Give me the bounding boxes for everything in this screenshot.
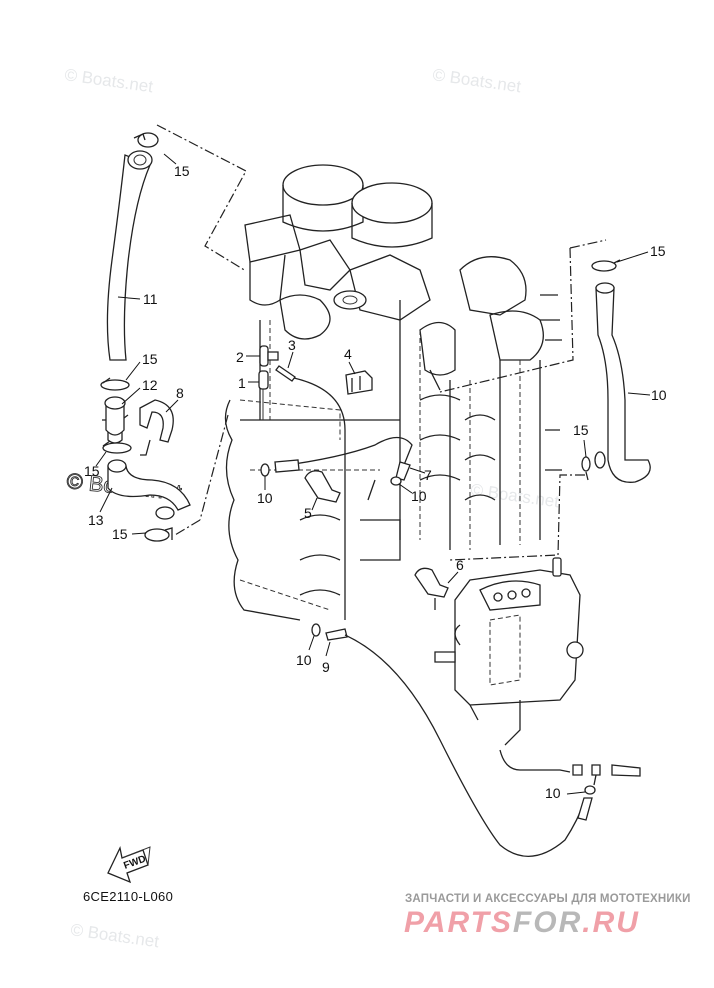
callout-15: 15 bbox=[163, 153, 190, 179]
hose-1 bbox=[258, 370, 269, 420]
vapor-separator bbox=[434, 557, 641, 786]
clip-10 bbox=[390, 476, 402, 486]
svg-text:15: 15 bbox=[142, 351, 158, 367]
hose-clamp bbox=[144, 527, 173, 542]
callout-10: 10 bbox=[296, 635, 315, 668]
watermark: © Boats.net bbox=[69, 920, 160, 951]
hose-clamp bbox=[581, 456, 591, 481]
clip-10 bbox=[260, 463, 270, 477]
callout-15: 15 bbox=[84, 451, 107, 479]
svg-text:10: 10 bbox=[411, 488, 427, 504]
hose-13 bbox=[107, 459, 191, 520]
hose-clamp bbox=[591, 259, 621, 272]
callout-14: 10 bbox=[627, 387, 667, 403]
svg-text:15: 15 bbox=[650, 243, 666, 259]
callout-10: 10 bbox=[545, 785, 586, 801]
callout-6: 6 bbox=[447, 557, 464, 584]
callout-12: 12 bbox=[121, 377, 158, 405]
svg-text:13: 13 bbox=[88, 512, 104, 528]
hose-9 bbox=[325, 628, 586, 858]
callout-3: 3 bbox=[287, 337, 296, 369]
callout-9: 9 bbox=[322, 641, 331, 675]
hose-clamp bbox=[100, 377, 130, 391]
svg-text:9: 9 bbox=[322, 659, 330, 675]
promo-logo-part: .RU bbox=[582, 906, 640, 939]
svg-text:1: 1 bbox=[238, 375, 246, 391]
clip-10 bbox=[577, 785, 596, 821]
hose-3 bbox=[275, 365, 346, 620]
forward-arrow-icon: FWD bbox=[107, 845, 151, 884]
callout-15: 15 bbox=[125, 351, 158, 381]
ref-line bbox=[156, 124, 247, 272]
holder-8 bbox=[139, 399, 174, 456]
ref-line bbox=[239, 399, 341, 440]
callout-15: 15 bbox=[573, 422, 589, 458]
svg-text:5: 5 bbox=[304, 505, 312, 521]
union-joint-12 bbox=[102, 396, 129, 444]
drawing-code: 6CE2110-L060 bbox=[83, 889, 174, 904]
callout-8: 8 bbox=[165, 385, 184, 413]
svg-text:10: 10 bbox=[545, 785, 561, 801]
callout-15: 15 bbox=[112, 526, 147, 542]
callout-7: 7 bbox=[409, 467, 432, 483]
promo-logo[interactable]: PARTSFOR.RU bbox=[404, 906, 640, 940]
ref-line bbox=[174, 519, 201, 536]
svg-text:6: 6 bbox=[456, 557, 464, 573]
svg-text:15: 15 bbox=[84, 463, 100, 479]
svg-text:8: 8 bbox=[176, 385, 184, 401]
hose-7 bbox=[274, 436, 413, 501]
callout-11: 11 bbox=[117, 291, 158, 307]
svg-text:10: 10 bbox=[257, 490, 273, 506]
callout-13: 13 bbox=[88, 487, 113, 528]
hose-14 bbox=[594, 282, 651, 483]
svg-text:15: 15 bbox=[174, 163, 190, 179]
watermark: © Boats.net bbox=[431, 65, 522, 96]
promo-tagline: ЗАПЧАСТИ И АКСЕССУАРЫ ДЛЯ МОТОТЕХНИКИ bbox=[405, 893, 691, 905]
clamp-5 bbox=[304, 470, 341, 503]
svg-text:7: 7 bbox=[424, 467, 432, 483]
engine-block bbox=[224, 164, 562, 621]
callout-10: 10 bbox=[398, 483, 427, 504]
svg-text:15: 15 bbox=[573, 422, 589, 438]
hose-11 bbox=[106, 150, 153, 361]
joint-2 bbox=[259, 345, 279, 367]
ref-line bbox=[439, 239, 607, 393]
promo-logo-part: PARTS bbox=[404, 906, 513, 939]
promo-logo-part: FOR bbox=[512, 906, 583, 939]
callout-5: 5 bbox=[304, 497, 318, 521]
watermark: © Boats.net bbox=[63, 65, 154, 96]
hose-clamp bbox=[133, 132, 159, 148]
callout-4: 4 bbox=[344, 346, 356, 375]
svg-text:15: 15 bbox=[112, 526, 128, 542]
clip-10 bbox=[311, 623, 321, 637]
svg-text:4: 4 bbox=[344, 346, 352, 362]
callout-2: 2 bbox=[236, 349, 260, 365]
svg-text:10: 10 bbox=[651, 387, 667, 403]
ref-line bbox=[199, 414, 229, 521]
callout-15: 15 bbox=[616, 243, 666, 263]
callout-10: 10 bbox=[257, 476, 273, 506]
svg-text:10: 10 bbox=[296, 652, 312, 668]
svg-text:11: 11 bbox=[143, 291, 158, 307]
clamp-6 bbox=[414, 567, 449, 610]
clamp-4 bbox=[345, 370, 373, 395]
hose-clamp bbox=[102, 440, 132, 454]
svg-text:3: 3 bbox=[288, 337, 296, 353]
svg-text:12: 12 bbox=[142, 377, 158, 393]
svg-text:2: 2 bbox=[236, 349, 244, 365]
callout-1: 1 bbox=[238, 375, 259, 391]
